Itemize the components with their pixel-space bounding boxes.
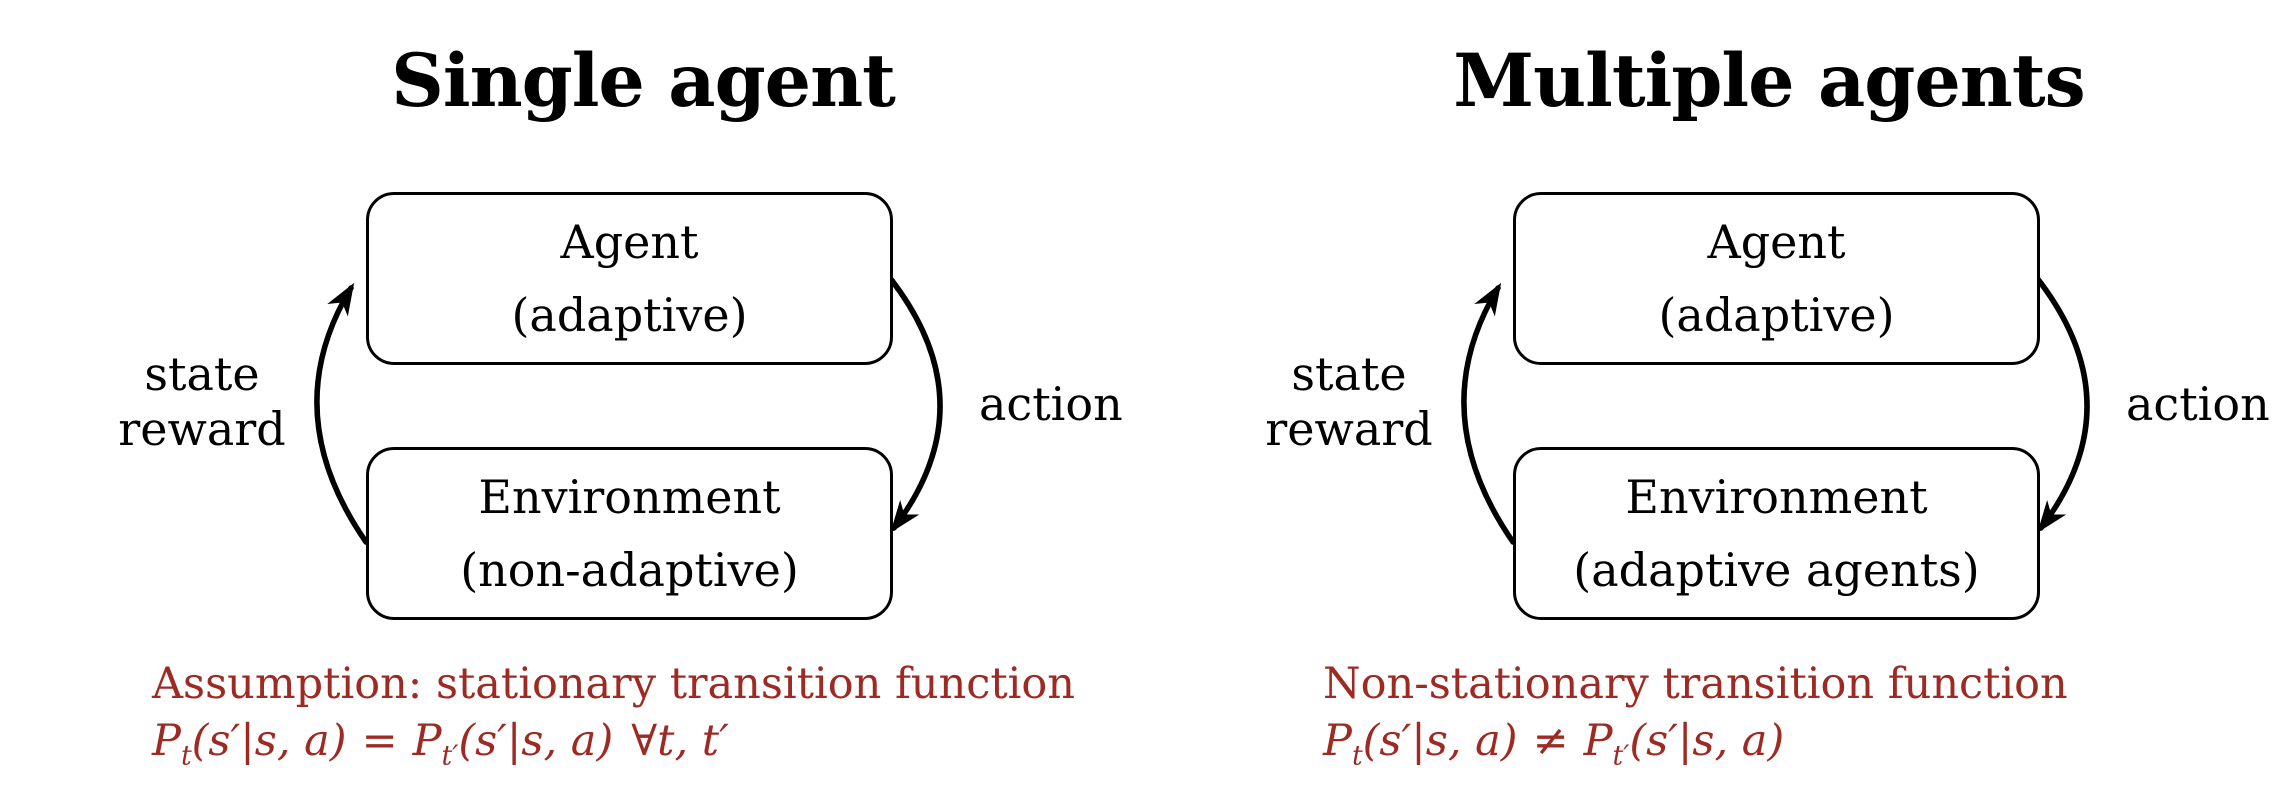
agent-box-line1: Agent (1707, 214, 1846, 269)
panel-title-multiple-agents: Multiple agents (1453, 38, 2085, 124)
environment-box: Environment (adaptive agents) (1513, 447, 2040, 620)
environment-box: Environment (non-adaptive) (366, 447, 893, 620)
state-reward-arrow (1461, 282, 1516, 545)
transition-formula: Pt(s′|s, a)≠Pt′(s′|s, a) (1323, 712, 2068, 786)
state-reward-arrow (314, 282, 369, 545)
formula-subscript: t (1351, 740, 1363, 772)
formula-arguments: (s′|s, a) (1362, 716, 1518, 766)
transition-note-text: Assumption: stationary transition functi… (152, 659, 1075, 709)
state-reward-label: state reward (84, 347, 320, 457)
transition-note: Assumption: stationary transition functi… (152, 657, 1075, 786)
action-label: action (2126, 377, 2270, 431)
formula-relation: ≠ (1532, 716, 1569, 766)
formula-symbol: P (412, 716, 442, 766)
state-reward-label: state reward (1231, 347, 1467, 457)
formula-symbol: P (1323, 716, 1352, 766)
transition-formula: Pt(s′|s, a)=Pt′(s′|s, a)∀t, t′ (152, 712, 1075, 786)
environment-box-line1: Environment (1625, 469, 1928, 524)
feedback-loop-arrows (314, 275, 943, 545)
formula-symbol: P (1583, 716, 1613, 766)
formula-subscript: t′ (1612, 740, 1630, 772)
formula-arguments: (s′|s, a) (1629, 716, 1785, 766)
feedback-loop-arrows (1461, 275, 2090, 545)
reward-label: reward (1265, 402, 1433, 456)
action-label: action (979, 377, 1123, 431)
state-label: state (1291, 347, 1407, 401)
formula-symbol: P (152, 716, 181, 766)
formula-arguments: (s′|s, a) (191, 716, 347, 766)
environment-box-line2: (adaptive agents) (1573, 542, 1980, 597)
single-agent-panel: Single agent Agent (adaptive) Environmen… (84, 38, 1123, 786)
formula-relation: = (361, 716, 398, 766)
transition-note-text: Non-stationary transition function (1323, 659, 2068, 709)
action-arrow (887, 275, 943, 533)
agent-box: Agent (adaptive) (1513, 192, 2040, 365)
panel-title-single-agent: Single agent (391, 38, 896, 124)
agent-box-line2: (adaptive) (511, 287, 748, 342)
formula-subscript: t (180, 740, 192, 772)
transition-note: Non-stationary transition function Pt(s′… (1323, 657, 2068, 786)
environment-box-line2: (non-adaptive) (460, 542, 799, 597)
action-arrow (2034, 275, 2090, 533)
agent-box-line1: Agent (560, 214, 699, 269)
multiple-agents-panel: Multiple agents Agent (adaptive) Environ… (1147, 0, 2282, 808)
reward-label: reward (118, 402, 286, 456)
environment-box-line1: Environment (478, 469, 781, 524)
formula-quantifier: ∀t, t′ (631, 716, 729, 766)
agent-box: Agent (adaptive) (366, 192, 893, 365)
agent-box-line2: (adaptive) (1658, 287, 1895, 342)
formula-subscript: t′ (441, 740, 459, 772)
state-label: state (144, 347, 260, 401)
formula-arguments: (s′|s, a) (458, 716, 614, 766)
